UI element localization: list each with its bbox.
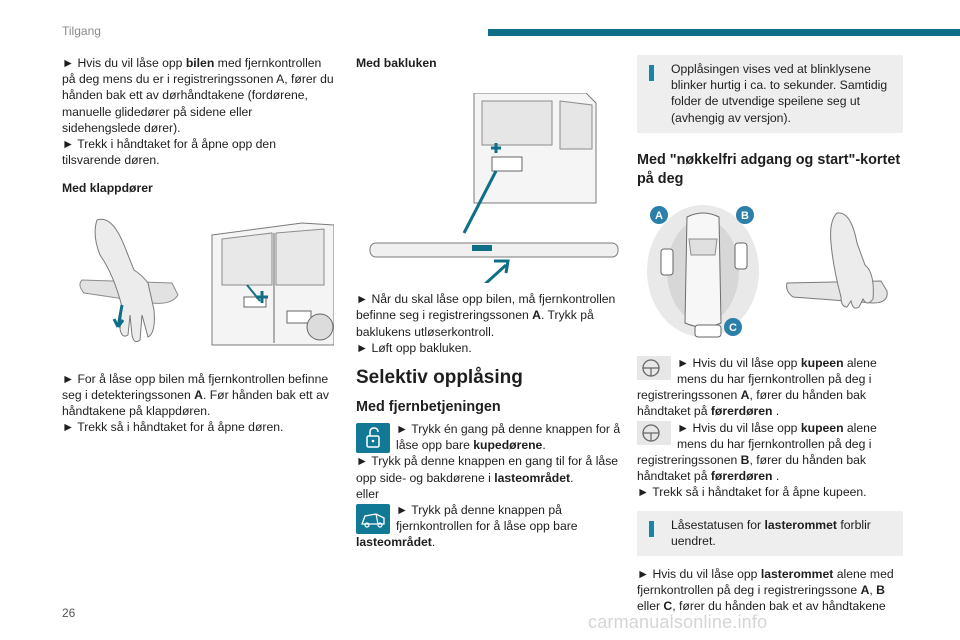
illustration-hand-door-handle <box>79 218 335 346</box>
column-3: Opplåsingen vises ved at blinklysene bli… <box>637 55 903 615</box>
paragraph: ► Trykk på denne knappen på fjernkontrol… <box>356 503 578 550</box>
van-rear-unlock-icon <box>356 504 390 535</box>
info-box-lock-status: Låsestatusen for lasterommet forblir uen… <box>637 510 903 557</box>
paragraph: eller <box>356 486 380 501</box>
paragraph: ► Hvis du vil låse opp lasterommet alene… <box>637 567 894 614</box>
subheading-klappdorer: Med klappdører <box>62 181 153 196</box>
paragraph: ► Løft opp bakluken. <box>356 340 472 355</box>
paragraph: ► Trekk så i håndtaket for å åpne døren. <box>62 420 284 435</box>
heading-fjernbetjeningen: Med fjernbetjeningen <box>356 399 501 416</box>
paragraph: ► Hvis du vil låse opp kupeen alene mens… <box>637 420 877 484</box>
steering-wheel-icon <box>637 420 671 445</box>
column-2: Med bakluken ► Når du skal låse opp bile… <box>356 55 624 551</box>
zone-label-a: A <box>655 210 663 222</box>
zone-label-c: C <box>729 322 737 334</box>
paragraph: ► Hvis du vil låse opp bilen med fjernko… <box>62 56 334 135</box>
button-instruction-cargo: ► Trykk på denne knappen på fjernkontrol… <box>356 502 624 551</box>
info-icon <box>649 65 654 81</box>
zone-label-b: B <box>741 210 749 222</box>
info-box-unlock: Opplåsingen vises ved at blinklysene bli… <box>637 55 903 133</box>
heading-nokkelfri: Med "nøkkelfri adgang og start"-kortet p… <box>637 151 901 187</box>
page-header-title: Tilgang <box>62 24 101 38</box>
button-instruction-lock: ► Trykk én gang på denne knappen for å l… <box>356 421 624 454</box>
paragraph: ► Trykk på denne knappen en gang til for… <box>356 454 619 485</box>
paragraph: ► Trykk én gang på denne knappen for å l… <box>396 422 621 453</box>
illustration-detection-zones: A B C <box>647 204 888 338</box>
column-1: ► Hvis du vil låse opp bilen med fjernko… <box>62 55 335 435</box>
figure-hand-and-rear-doors <box>62 214 335 365</box>
instruction-zone-b: ► Hvis du vil låse opp kupeen alene mens… <box>637 420 903 485</box>
subheading-bakluken: Med bakluken <box>356 56 437 70</box>
instruction-zone-a: ► Hvis du vil låse opp kupeen alene mens… <box>637 355 903 420</box>
paragraph: ► For å låse opp bilen må fjernkontrolle… <box>62 371 329 419</box>
figure-tailgate <box>356 92 624 287</box>
info-icon <box>649 520 654 537</box>
steering-wheel-icon <box>637 355 671 380</box>
info-text: Låsestatusen for lasterommet forblir uen… <box>671 517 871 548</box>
paragraph: ► Trekk så i håndtaket for å åpne kupeen… <box>637 485 867 500</box>
page-number: 26 <box>62 606 76 620</box>
paragraph: ► Hvis du vil låse opp kupeen alene mens… <box>637 355 877 419</box>
paragraph: ► Trekk i håndtaket for å åpne opp den t… <box>62 137 276 168</box>
paragraph: ► Når du skal låse opp bilen, må fjernko… <box>356 292 616 339</box>
illustration-tailgate-release <box>369 92 619 287</box>
header-accent-bar <box>488 29 960 36</box>
padlock-open-icon <box>356 423 390 454</box>
section-heading-selektiv: Selektiv opplåsing <box>356 367 523 389</box>
info-text: Opplåsingen vises ved at blinklysene bli… <box>671 62 888 125</box>
watermark: carmanualsonline.info <box>588 612 768 632</box>
figure-zones: A B C <box>637 202 903 343</box>
